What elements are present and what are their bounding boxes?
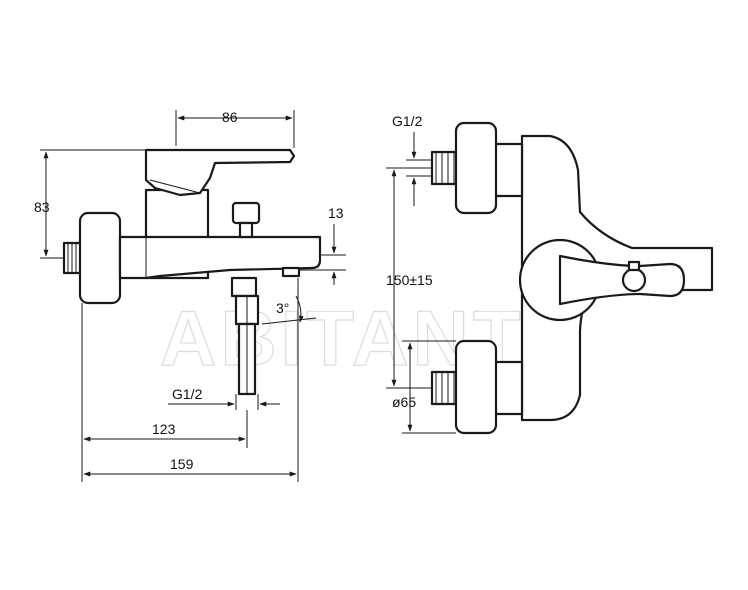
side-spout (118, 235, 322, 280)
dim-height: 83 (34, 199, 50, 215)
side-aerator (281, 266, 301, 278)
dim-rosette-diameter: ø65 (392, 394, 416, 410)
dim-outlet-distance: 123 (152, 421, 176, 437)
front-diverter-knob (621, 267, 647, 293)
front-upper-stub (492, 142, 524, 198)
side-outlet-connector (230, 276, 258, 298)
dim-total-depth: 159 (170, 456, 194, 472)
side-rosette (78, 211, 122, 305)
front-lower-rosette (454, 339, 498, 435)
dim-handle-width: 86 (222, 109, 238, 125)
side-lever-handle (144, 148, 296, 197)
dim-spout-height: 13 (328, 205, 344, 221)
dim-angle: 3° (276, 300, 289, 316)
front-lower-stub (492, 360, 524, 416)
dim-inlet-thread: G1/2 (392, 113, 423, 129)
side-view: 86 83 13 3° G1/2 123 159 (34, 109, 346, 482)
dim-center-distance: 150±15 (386, 272, 433, 288)
front-upper-rosette (454, 121, 498, 215)
dim-outlet-thread: G1/2 (172, 386, 203, 402)
side-diverter-knob (231, 201, 261, 225)
front-view: G1/2 150±15 ø65 (386, 113, 714, 435)
